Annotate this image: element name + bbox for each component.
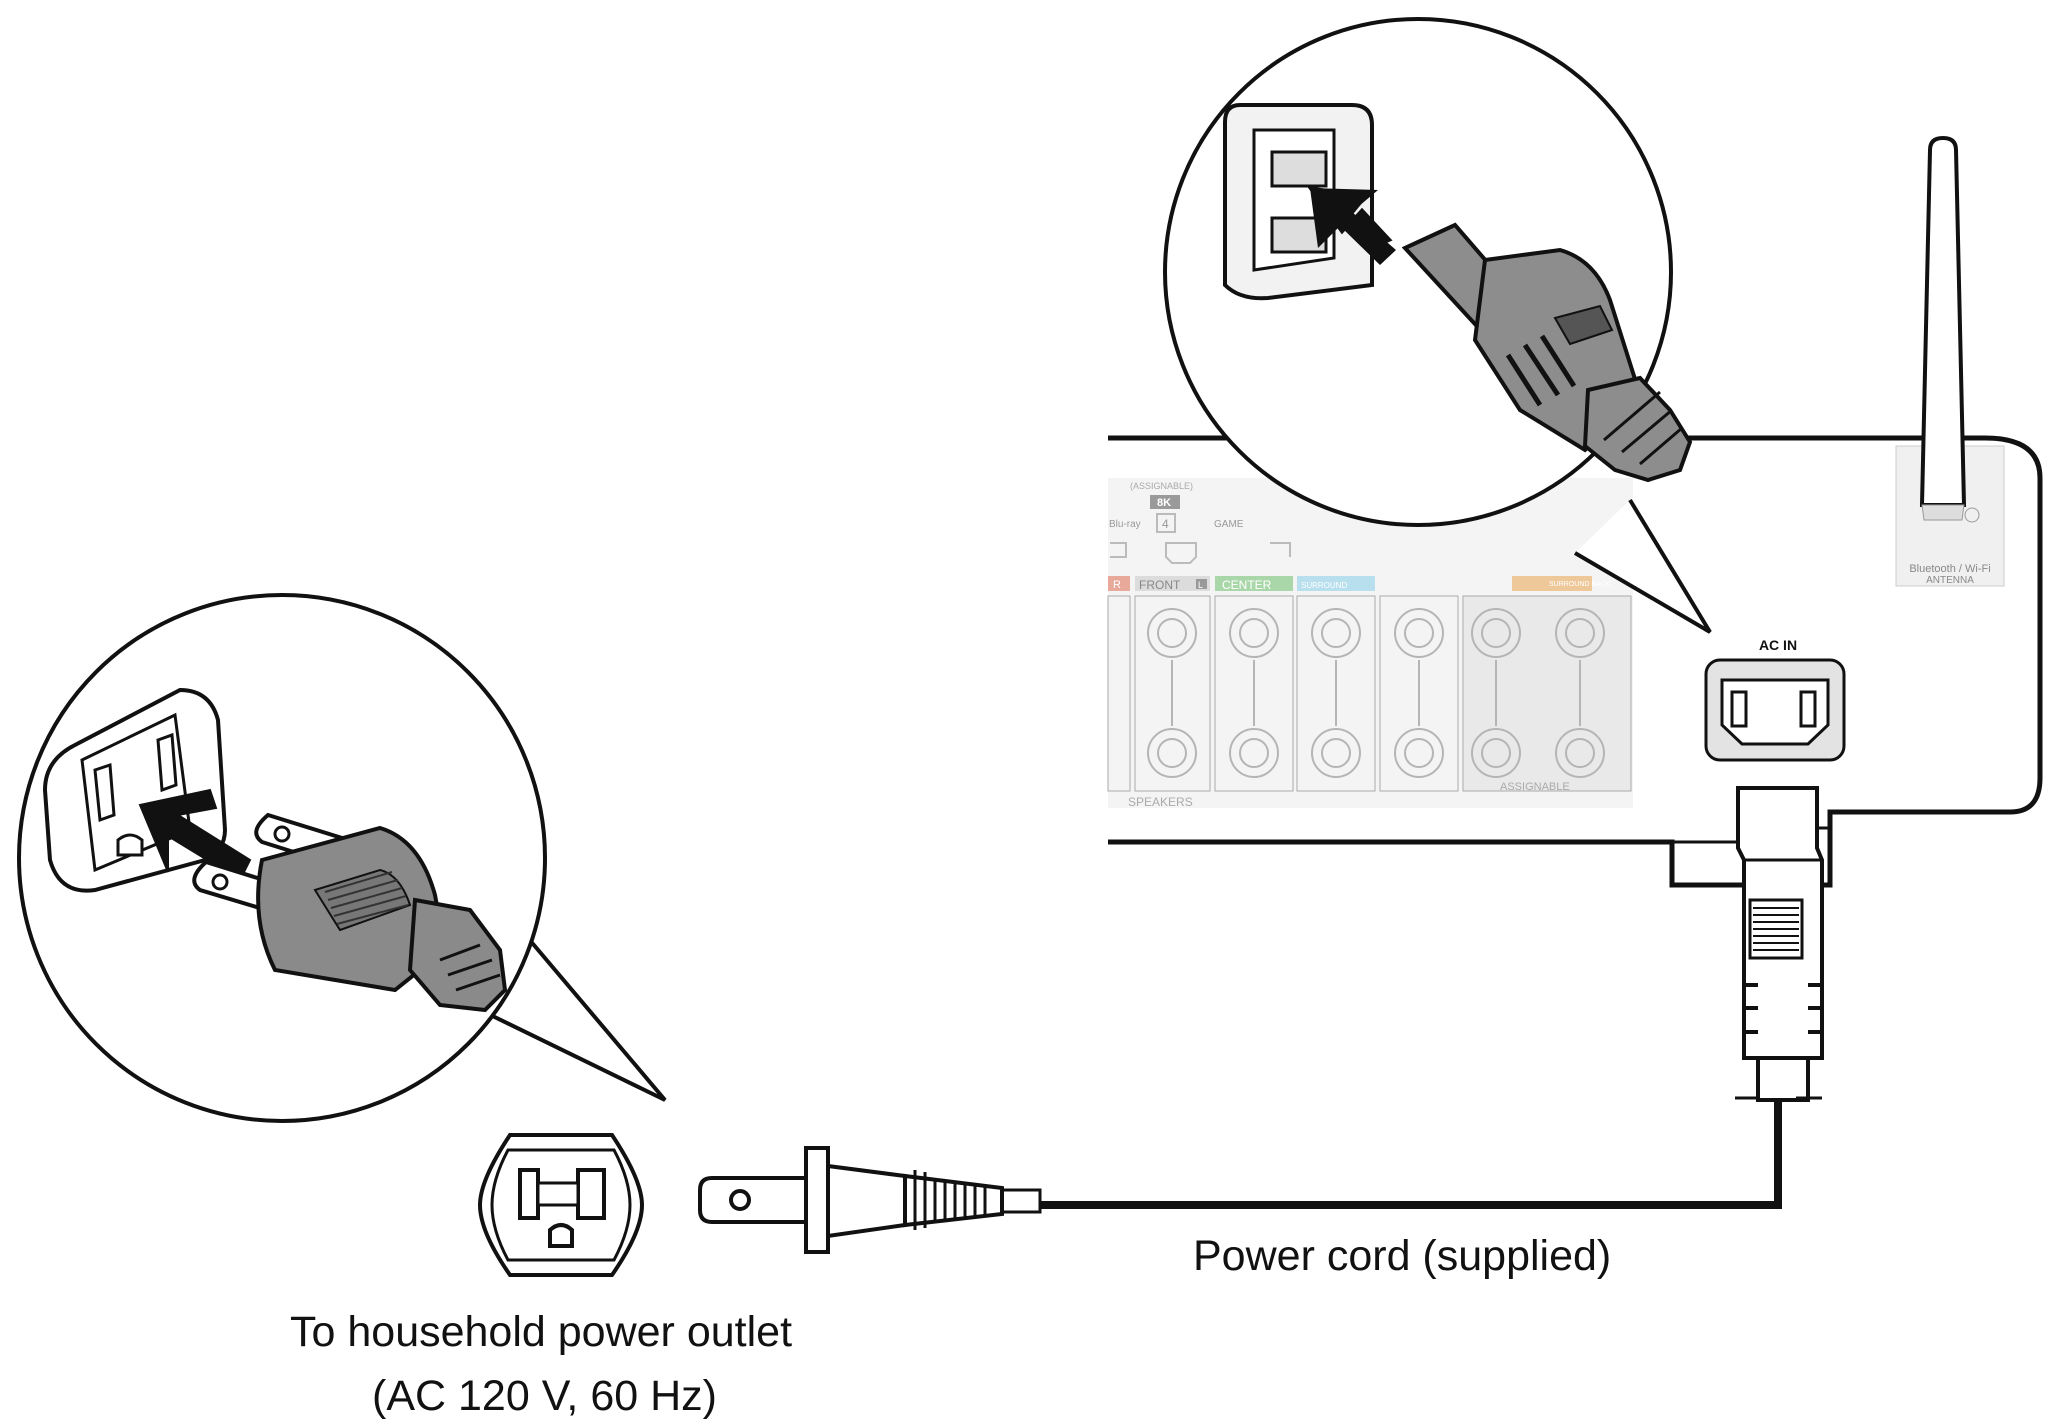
speaker-terminal (1229, 608, 1279, 658)
speaker-terminal (1394, 608, 1444, 658)
hdmi-port-icon (1270, 542, 1291, 557)
outlet-caption-line1: To household power outlet (290, 1308, 793, 1356)
speaker-terminal (1394, 728, 1444, 778)
receiver-rear-panel: (ASSIGNABLE) 8K 4 Blu-ray GAME R FRONT L… (1107, 135, 2043, 888)
speakers-label: SPEAKERS (1128, 795, 1193, 809)
assignable-header-label: (ASSIGNABLE) (1130, 481, 1193, 491)
speaker-terminal (1311, 608, 1361, 658)
hdmi-game-label: GAME (1214, 519, 1244, 530)
outlet-slot-right (576, 1168, 606, 1220)
power-cord-caption: Power cord (supplied) (1193, 1232, 1612, 1280)
surround-tag-label: SURROUND (1301, 581, 1347, 590)
front-l-tag: L (1198, 580, 1203, 590)
outlet-slot-left (518, 1168, 540, 1220)
wall-plug-prong (698, 1176, 812, 1224)
speaker-terminal (1229, 728, 1279, 778)
speaker-terminal (1471, 728, 1521, 778)
terminal-block-assignable (1462, 595, 1632, 792)
outlet-caption-line2: (AC 120 V, 60 Hz) (372, 1372, 717, 1420)
wifi-antenna: Bluetooth / Wi-Fi ANTENNA (1895, 135, 2005, 587)
terminal-block-front (1134, 595, 1211, 792)
ac-in-socket: AC IN (1704, 637, 1846, 762)
hdmi-number-label: 4 (1162, 517, 1169, 531)
surround-back-tag (1512, 576, 1592, 591)
center-tag-label: CENTER (1222, 578, 1272, 592)
callout-wall-plug-insertion (17, 593, 667, 1123)
hdmi-8k-label: 8K (1157, 497, 1171, 509)
front-tag-label: FRONT (1139, 578, 1181, 592)
hdmi-number-box (1156, 513, 1176, 533)
wall-plug (698, 1146, 1042, 1254)
hdmi-port-icon (1165, 542, 1197, 564)
callout-pointer (1573, 498, 1712, 634)
speaker-terminals: SPEAKERS ASSIGNABLE (1107, 595, 1632, 809)
assignable-label: ASSIGNABLE (1500, 781, 1570, 793)
terminal-block-center (1214, 595, 1294, 792)
outlet-ground-hole (548, 1223, 574, 1248)
speaker-terminal (1471, 608, 1521, 658)
hdmi-row: (ASSIGNABLE) 8K 4 Blu-ray GAME (1109, 481, 1291, 564)
hdmi-blu-ray-label: Blu-ray (1109, 519, 1141, 530)
hdmi-8k-badge (1150, 495, 1180, 509)
insert-arrow-icon (138, 788, 252, 882)
wall-outlet (477, 1133, 645, 1277)
center-tag (1215, 576, 1293, 591)
antenna-icon (1919, 135, 1967, 507)
speaker-terminal (1555, 728, 1605, 778)
callout-pointer (469, 936, 667, 1102)
iec-plug (1735, 786, 1824, 1102)
speaker-terminal (1147, 728, 1197, 778)
terminal-block-surround (1296, 595, 1376, 792)
surround-back-tag-label: SURROUND BACK (1549, 581, 1611, 588)
speaker-terminal (1147, 608, 1197, 658)
antenna-label-line2: ANTENNA (1926, 575, 1974, 586)
speaker-terminal (1555, 608, 1605, 658)
wall-plug-face (804, 1146, 830, 1254)
front-tag (1135, 576, 1210, 591)
wall-plug-body (826, 1163, 907, 1239)
speaker-terminal (1311, 728, 1361, 778)
terminal-block-surround-2 (1379, 595, 1459, 792)
ac-in-label: AC IN (1759, 637, 1797, 653)
chassis-outline (1108, 435, 2043, 888)
callout-iec-insertion (1163, 17, 1712, 634)
hdmi-port-icon (1110, 542, 1127, 558)
power-cord (1040, 1100, 1782, 1209)
antenna-label-line1: Bluetooth / Wi-Fi (1909, 563, 1990, 575)
speaker-tag-strip: R FRONT L CENTER SURROUND SURROUND BACK (1108, 576, 1611, 592)
surround-tag (1297, 576, 1375, 591)
front-r-tag: R (1113, 579, 1121, 591)
